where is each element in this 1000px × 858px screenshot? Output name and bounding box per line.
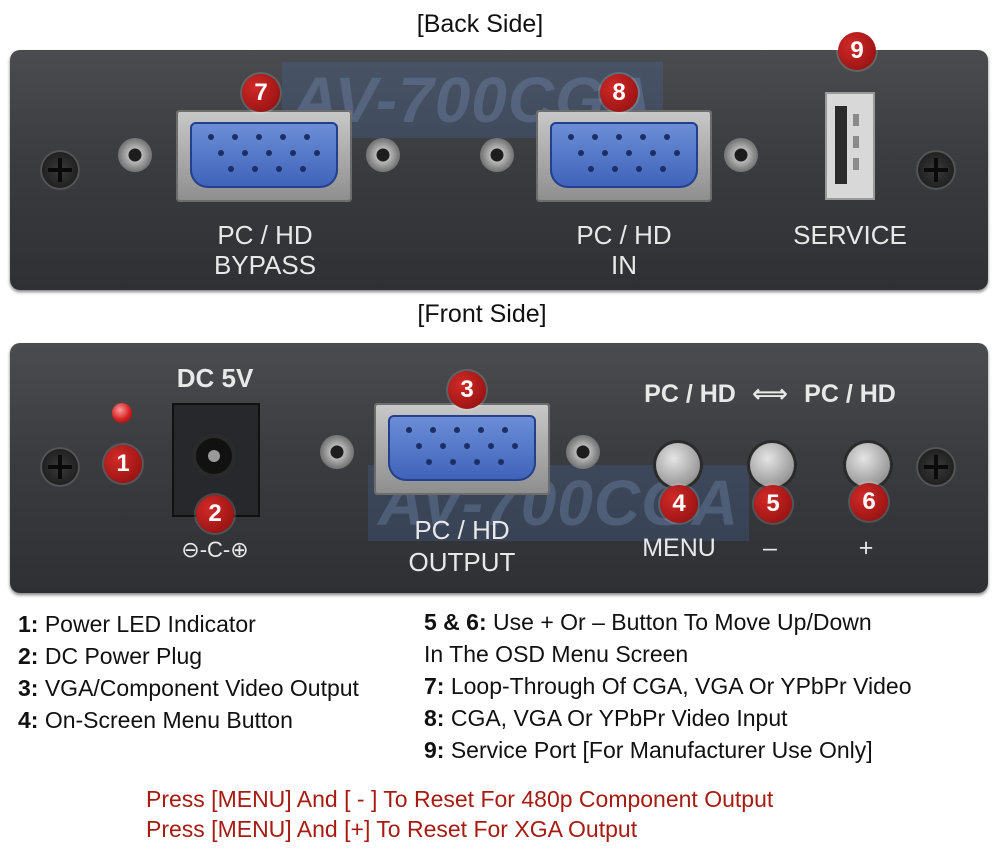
output-right-nut (566, 435, 600, 469)
bypass-vga-connector (190, 122, 338, 188)
front-panel: AV-700CGA 1 DC 5V 2 ⊖-C-⊕ 3 PC / HD OUTP… (10, 343, 988, 593)
minus-button-label: – (763, 534, 777, 562)
in-label-line2: IN (611, 250, 637, 280)
badge-4: 4 (660, 485, 698, 523)
bypass-right-nut (366, 138, 400, 172)
minus-button[interactable] (750, 443, 794, 487)
output-port-frame (374, 403, 550, 495)
badge-2: 2 (196, 495, 234, 533)
front-right-screw (916, 447, 956, 487)
legend-right-1: 5 & 6: Use + Or – Button To Move Up/Down (424, 609, 872, 635)
bypass-label-line2: BYPASS (213, 250, 317, 280)
output-left-nut (320, 435, 354, 469)
output-label-line1: PC / HD (414, 515, 510, 545)
bypass-left-nut (118, 138, 152, 172)
badge-7: 7 (242, 74, 280, 112)
service-usb-port (825, 92, 875, 200)
legend-left-2: 2: DC Power Plug (18, 643, 203, 669)
badge-3: 3 (448, 371, 486, 409)
legend-right-3: 7: Loop-Through Of CGA, VGA Or YPbPr Vid… (424, 673, 912, 699)
badge-9: 9 (838, 32, 876, 70)
toggle-label-left: PC / HD (644, 380, 736, 408)
output-vga-connector (388, 415, 536, 481)
badge-8: 8 (600, 74, 638, 112)
back-side-heading: [Back Side] (416, 10, 544, 38)
front-side-heading: [Front Side] (417, 300, 547, 328)
front-left-screw (40, 447, 80, 487)
toggle-arrow-icon: ⟺ (752, 380, 788, 408)
legend-left-1: 1: Power LED Indicator (18, 611, 256, 637)
legend-right-4: 8: CGA, VGA Or YPbPr Video Input (424, 705, 788, 731)
dc-power-plug (191, 433, 237, 479)
in-right-nut (724, 138, 758, 172)
back-right-screw (916, 150, 956, 190)
plus-button-label: + (858, 534, 874, 562)
bypass-port-frame (176, 110, 352, 202)
back-left-screw (40, 150, 80, 190)
badge-6: 6 (850, 483, 888, 521)
output-label-line2: OUTPUT (408, 547, 516, 577)
back-panel: AV-700CGA 7 PC / HD BYPASS 8 PC / HD IN … (10, 50, 988, 290)
service-label: SERVICE (793, 220, 907, 250)
polarity-symbol: ⊖-C-⊕ (181, 537, 249, 562)
legend-left-4: 4: On-Screen Menu Button (18, 707, 293, 733)
in-vga-connector (550, 122, 698, 188)
legend-left-3: 3: VGA/Component Video Output (18, 675, 359, 701)
badge-1: 1 (104, 445, 142, 483)
dc-label: DC 5V (176, 363, 254, 393)
reset-note-480p: Press [MENU] And [ - ] To Reset For 480p… (146, 786, 774, 812)
in-port-frame (536, 110, 712, 202)
legend-right-5: 9: Service Port [For Manufacturer Use On… (424, 737, 873, 763)
badge-5: 5 (754, 485, 792, 523)
plus-button[interactable] (846, 443, 890, 487)
in-label-line1: PC / HD (576, 220, 672, 250)
menu-button[interactable] (656, 443, 700, 487)
in-left-nut (480, 138, 514, 172)
legend-right-2: In The OSD Menu Screen (424, 641, 689, 667)
toggle-label-right: PC / HD (804, 380, 896, 408)
bypass-label-line1: PC / HD (217, 220, 313, 250)
menu-button-label: MENU (642, 534, 716, 562)
power-led (112, 403, 132, 423)
reset-note-xga: Press [MENU] And [+] To Reset For XGA Ou… (146, 816, 638, 842)
